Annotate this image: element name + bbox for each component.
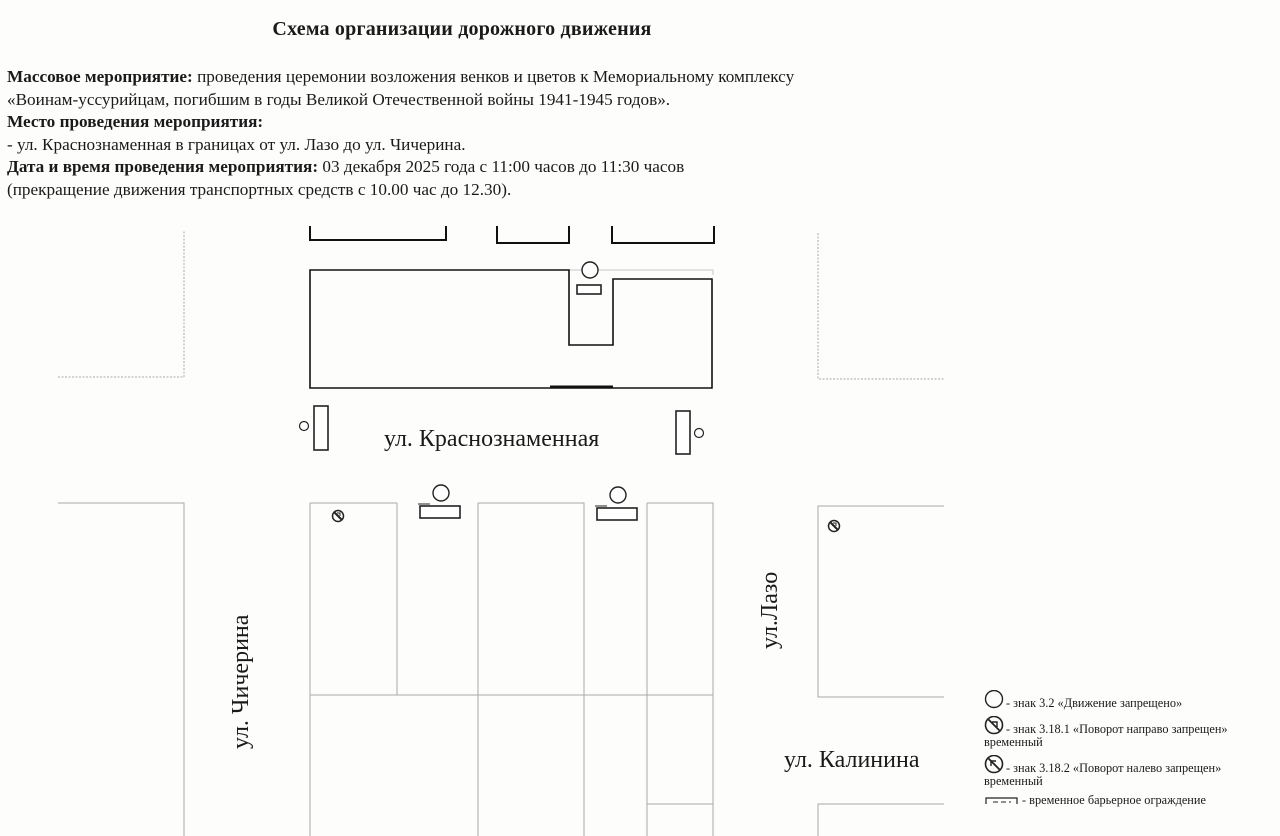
barrier-icon	[417, 503, 461, 519]
temporary-barrier-icon	[985, 797, 1018, 804]
legend-note: временный	[984, 735, 1043, 749]
event-text-2: «Воинам-уссурийцам, погибшим в годы Вели…	[7, 89, 671, 109]
no-turn-sign-icon	[331, 509, 345, 523]
signs-and-barriers	[298, 261, 841, 533]
datetime-text: 03 декабря 2025 года с 11:00 часов до 11…	[322, 157, 685, 176]
no-entry-sign-icon	[984, 689, 1004, 709]
block-outlines	[58, 230, 944, 836]
no-entry-sign-icon	[609, 486, 627, 504]
legend-text: - знак 3.18.2 «Поворот налево запрещен»	[1006, 761, 1222, 775]
street-label-krasnoznamennaya: ул. Краснознаменная	[384, 426, 600, 452]
page-title: Схема организации дорожного движения	[272, 18, 652, 40]
legend-text: - знак 3.2 «Движение запрещено»	[1006, 696, 1183, 710]
street-label-chicherina: ул. Чичерина	[228, 614, 254, 749]
event-line-1: Массовое мероприятие: проведения церемон…	[7, 66, 937, 89]
event-text-1: проведения церемонии возложения венков и…	[197, 67, 795, 86]
no-entry-sign-icon	[432, 484, 450, 502]
legend-text: - знак 3.18.1 «Поворот направо запрещен»	[1006, 722, 1228, 736]
legend-item: - знак 3.18.1 «Поворот направо запрещен»…	[984, 715, 1280, 749]
legend: - знак 3.2 «Движение запрещено» - знак 3…	[984, 689, 1280, 813]
legend-note: временный	[984, 774, 1043, 788]
legend-item: - временное барьерное ограждение	[984, 794, 1280, 807]
street-label-kalinina: ул. Калинина	[784, 747, 920, 773]
place-text: - ул. Краснознаменная в границах от ул. …	[7, 134, 466, 154]
no-entry-sign-icon	[693, 427, 705, 439]
no-entry-sign-icon	[581, 261, 599, 279]
barrier-icon	[313, 405, 329, 451]
datetime-line: Дата и время проведения мероприятия: 03 …	[7, 156, 937, 179]
barrier-icon	[594, 505, 638, 521]
no-left-turn-sign-icon	[984, 754, 1004, 774]
legend-text: - временное барьерное ограждение	[1022, 793, 1206, 807]
datetime-label: Дата и время проведения мероприятия:	[7, 157, 319, 176]
no-entry-sign-icon	[298, 420, 310, 432]
legend-item: - знак 3.2 «Движение запрещено»	[984, 689, 1280, 710]
no-right-turn-sign-icon	[984, 715, 1004, 735]
memorial-buildings	[309, 226, 715, 389]
datetime-note: (прекращение движения транспортных средс…	[7, 179, 512, 199]
place-label: Место проведения мероприятия:	[7, 112, 264, 131]
event-label: Массовое мероприятие:	[7, 67, 193, 86]
event-info: Массовое мероприятие: проведения церемон…	[7, 66, 937, 201]
legend-item: - знак 3.18.2 «Поворот налево запрещен» …	[984, 754, 1280, 788]
barrier-icon	[576, 284, 602, 295]
barrier-icon	[675, 410, 691, 455]
street-label-lazo: ул.Лазо	[757, 571, 783, 649]
no-turn-sign-icon	[827, 519, 841, 533]
